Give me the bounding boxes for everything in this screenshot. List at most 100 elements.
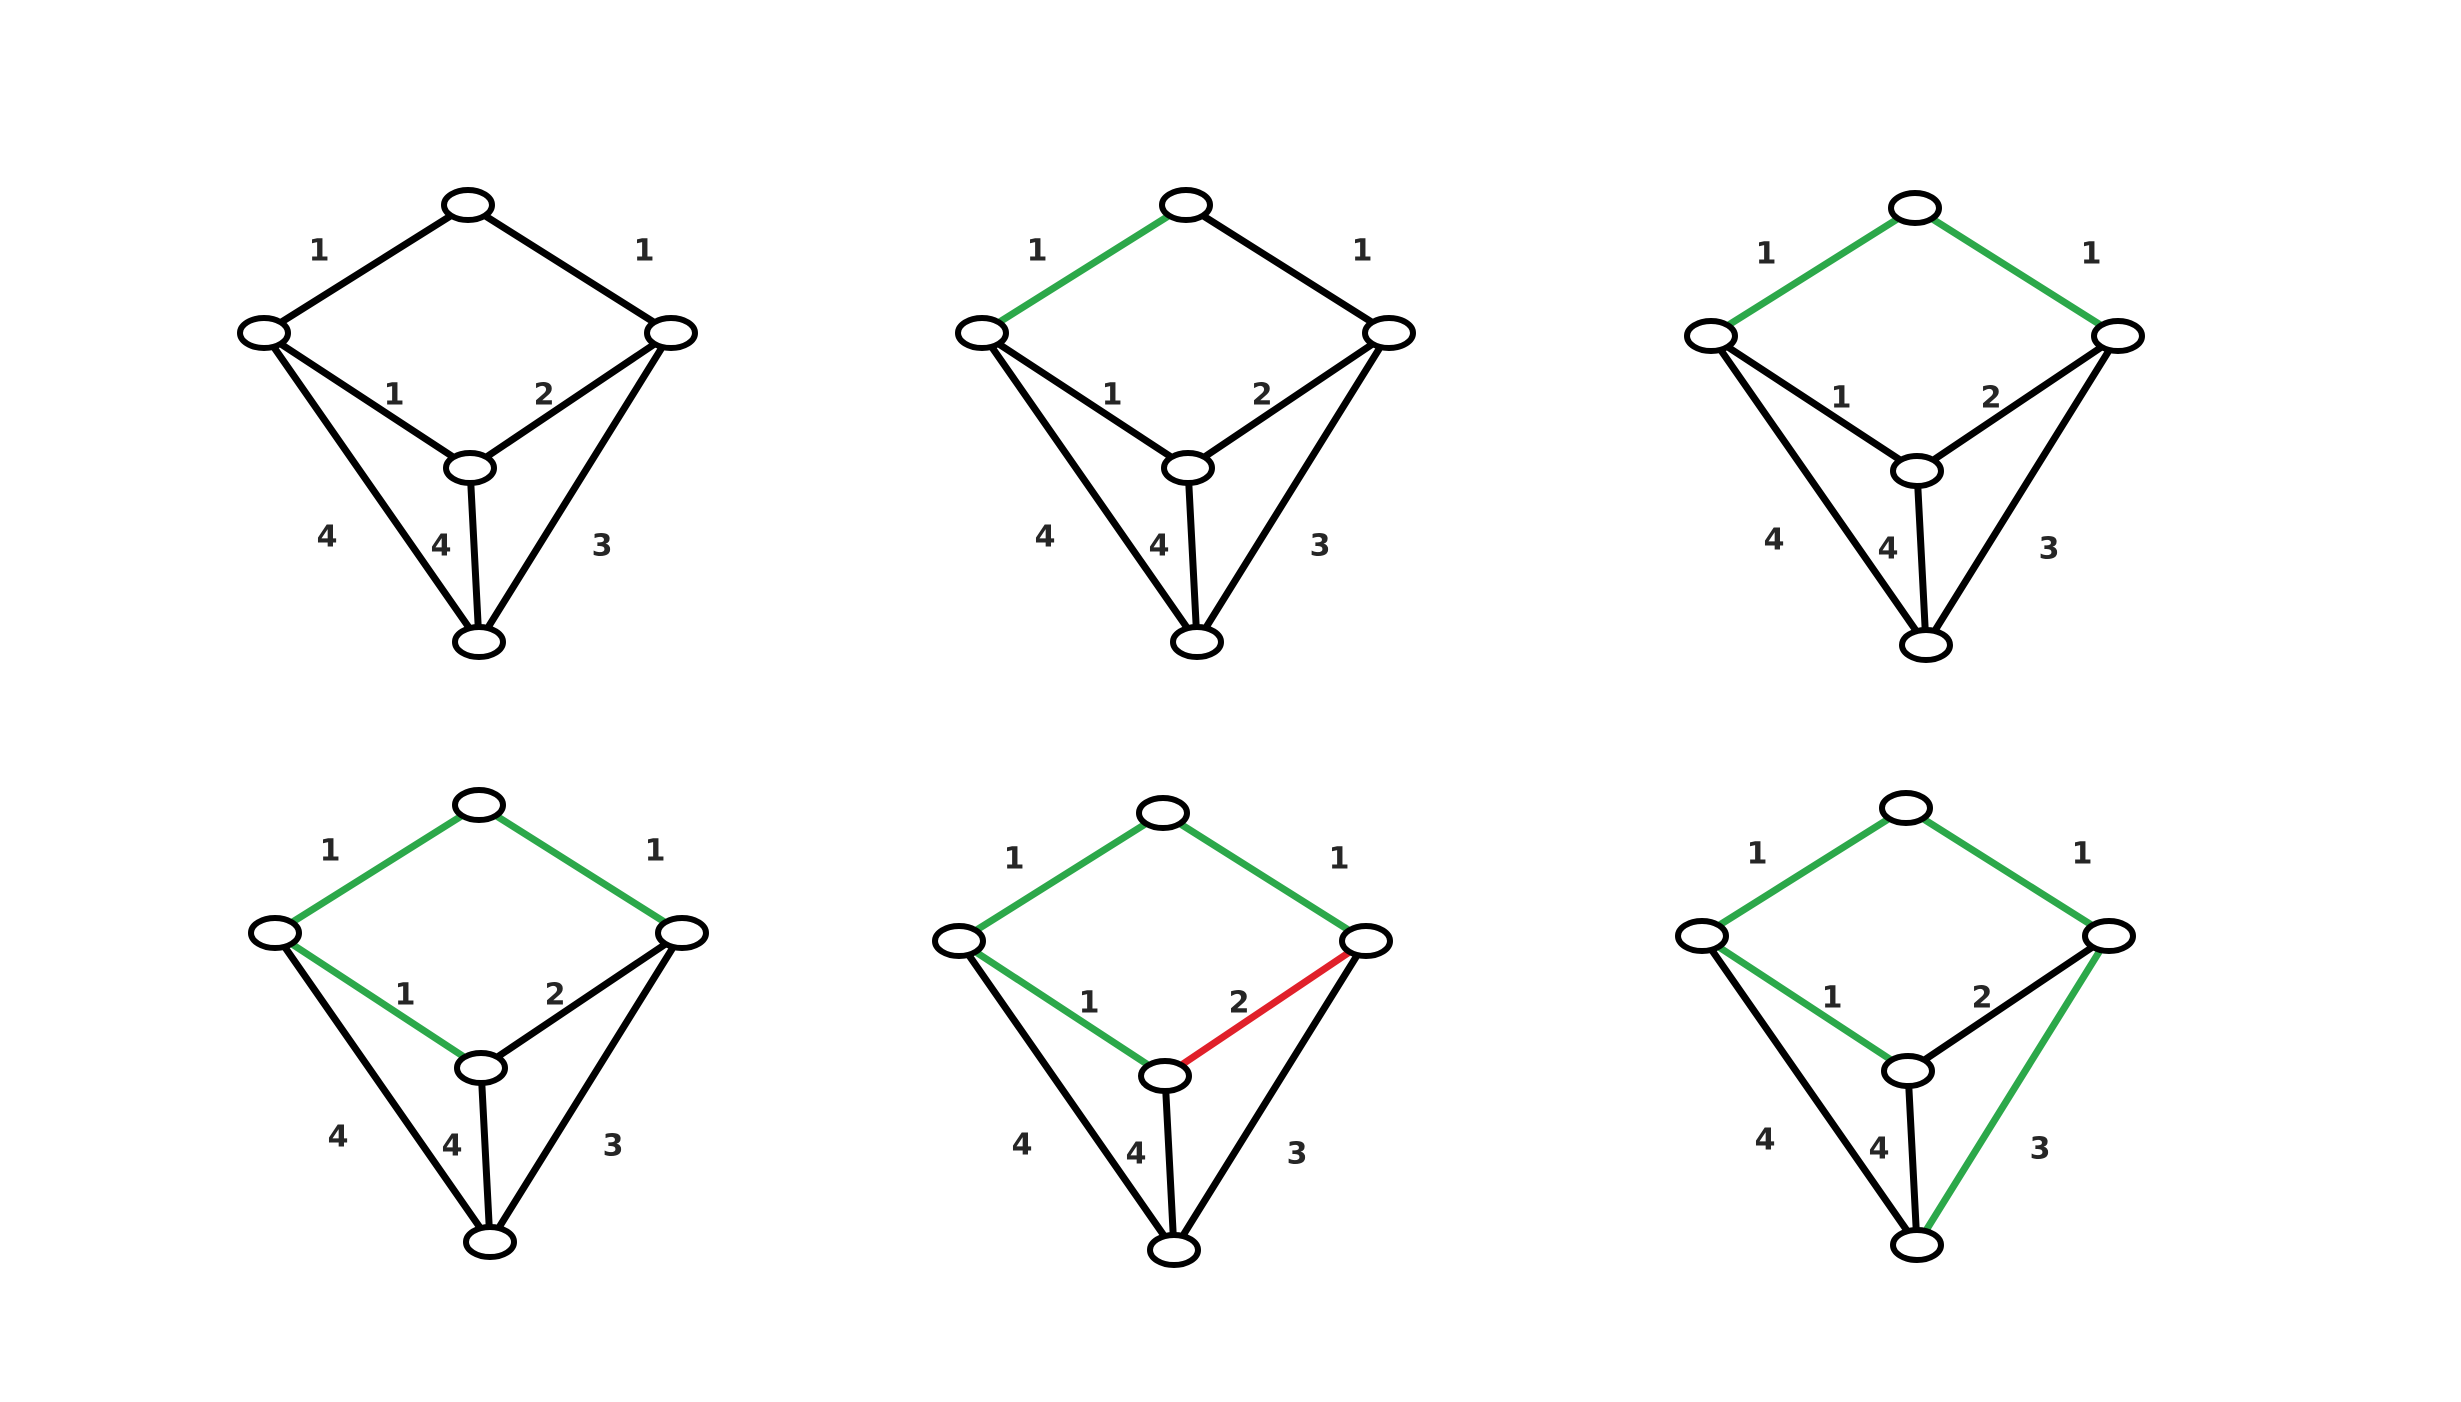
- edge-top-left-selected: [1707, 204, 1919, 340]
- edge-left-center-selected: [955, 937, 1169, 1080]
- edge-right-center: [1913, 332, 2122, 475]
- edge-weight-label: 4: [1755, 1123, 1776, 1158]
- node-right: [2082, 918, 2136, 954]
- node-bottom: [452, 624, 506, 660]
- edge-weight-label: 4: [1126, 1137, 1147, 1172]
- edge-center-bottom: [466, 464, 483, 646]
- edge-left-center: [1707, 332, 1921, 475]
- node-left: [248, 915, 302, 951]
- edge-weight-label: 1: [2081, 237, 2102, 272]
- edge-top-left-selected: [978, 201, 1190, 337]
- node-center: [1881, 1053, 1935, 1089]
- edge-top-right-selected: [1911, 204, 2122, 340]
- edge-weight-label: 1: [1822, 981, 1843, 1016]
- edge-weight-label: 1: [1079, 986, 1100, 1021]
- node-right: [1339, 923, 1393, 959]
- graph-panel-step-5: 1 1 1 2 4 4 3: [932, 795, 1393, 1268]
- edge-weight-label: 2: [545, 978, 566, 1013]
- edge-left-bottom: [271, 929, 494, 1246]
- edge-right-bottom: [475, 329, 675, 646]
- edge-weight-label: 4: [1869, 1132, 1890, 1167]
- edge-top-right-selected: [475, 801, 686, 937]
- edge-weight-label: 1: [1329, 842, 1350, 877]
- node-right: [2091, 318, 2145, 354]
- edge-weight-label: 1: [1352, 234, 1373, 269]
- edge-left-center-selected: [1698, 932, 1912, 1075]
- edge-right-bottom: [1170, 937, 1370, 1254]
- node-bottom: [1170, 624, 1224, 660]
- node-left: [1675, 918, 1729, 954]
- edge-top-left-selected: [271, 801, 483, 937]
- edge-left-center: [260, 329, 474, 472]
- edge-top-right: [1182, 201, 1393, 337]
- edge-weight-label: 1: [1756, 237, 1777, 272]
- edge-weight-label: 1: [1831, 381, 1852, 416]
- edge-weight-label: 2: [534, 378, 555, 413]
- edge-weight-label: 3: [2030, 1132, 2051, 1167]
- node-center: [443, 450, 497, 486]
- edge-weight-label: 4: [431, 529, 452, 564]
- edge-center-bottom: [1184, 464, 1201, 646]
- edge-right-bottom: [1922, 332, 2122, 649]
- edge-top-right: [464, 201, 675, 337]
- edge-right-center: [477, 929, 686, 1072]
- edge-weight-label: 3: [2039, 532, 2060, 567]
- edge-top-left-selected: [955, 809, 1167, 945]
- edge-top-right-selected: [1902, 804, 2113, 940]
- node-bottom: [1899, 627, 1953, 663]
- edge-weight-label: 1: [309, 234, 330, 269]
- node-bottom: [1147, 1232, 1201, 1268]
- edge-weight-label: 1: [1747, 837, 1768, 872]
- edge-right-center: [1904, 932, 2113, 1075]
- node-right: [644, 315, 698, 351]
- node-right: [1362, 315, 1416, 351]
- edge-left-bottom: [955, 937, 1178, 1254]
- edge-right-center-rejected: [1161, 937, 1370, 1080]
- node-right: [655, 915, 709, 951]
- edge-weight-label: 4: [1878, 532, 1899, 567]
- edge-weight-label: 1: [1027, 234, 1048, 269]
- node-center: [1161, 450, 1215, 486]
- edge-top-left-selected: [1698, 804, 1910, 940]
- edge-weight-label: 1: [1004, 842, 1025, 877]
- node-left: [1684, 318, 1738, 354]
- edge-left-bottom: [260, 329, 483, 646]
- edge-left-bottom: [1698, 932, 1921, 1249]
- node-top: [1888, 190, 1942, 226]
- edge-weight-label: 1: [395, 978, 416, 1013]
- edge-right-bottom: [486, 929, 686, 1246]
- node-left: [955, 315, 1009, 351]
- edge-weight-label: 4: [1035, 520, 1056, 555]
- edge-weight-label: 3: [1287, 1137, 1308, 1172]
- edge-weight-label: 2: [1229, 986, 1250, 1021]
- node-top: [1136, 795, 1190, 831]
- node-left: [932, 923, 986, 959]
- edge-weight-label: 4: [1012, 1128, 1033, 1163]
- edge-weight-label: 1: [2072, 837, 2093, 872]
- edge-weight-label: 4: [442, 1129, 463, 1164]
- edge-right-center: [1184, 329, 1393, 472]
- node-top: [441, 187, 495, 223]
- node-center: [454, 1050, 508, 1086]
- edge-weight-label: 4: [1764, 523, 1785, 558]
- edge-weight-label: 3: [592, 529, 613, 564]
- edge-weight-label: 4: [1149, 529, 1170, 564]
- edge-weight-label: 1: [384, 378, 405, 413]
- edge-weight-label: 1: [320, 834, 341, 869]
- edge-right-bottom-selected: [1913, 932, 2113, 1249]
- node-center: [1138, 1058, 1192, 1094]
- node-top: [1879, 790, 1933, 826]
- edge-center-bottom: [1904, 1067, 1921, 1249]
- edge-left-center: [978, 329, 1192, 472]
- edge-weight-label: 1: [1102, 378, 1123, 413]
- edge-center-bottom: [1913, 467, 1930, 649]
- edge-center-bottom: [477, 1064, 494, 1246]
- edge-left-bottom: [978, 329, 1201, 646]
- edge-weight-label: 3: [603, 1129, 624, 1164]
